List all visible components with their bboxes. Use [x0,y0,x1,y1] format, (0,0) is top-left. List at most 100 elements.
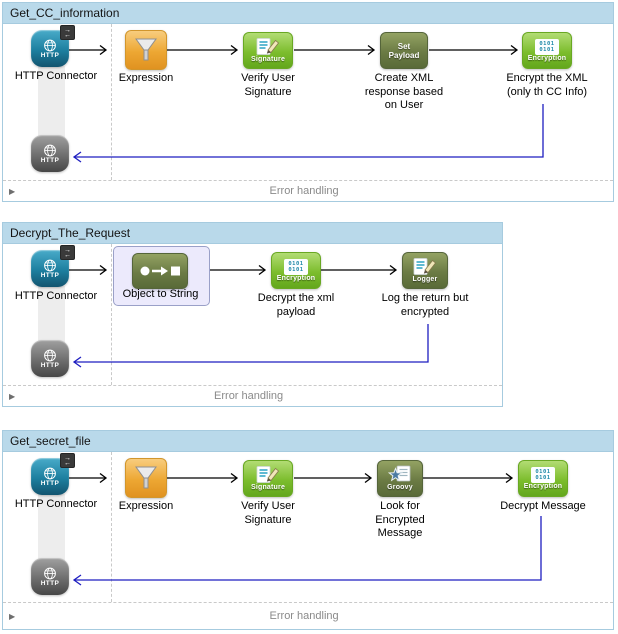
connector-arrow [294,44,376,56]
lane-divider [111,452,112,602]
step-label: Log the return but encrypted [381,292,469,318]
expander-icon[interactable]: ▶ [9,391,16,401]
flow-canvas: HTTP → ← HTTP Connector Expression [3,24,613,180]
connector-arrow [422,472,514,484]
set-payload-caption-line2: Payload [388,50,420,60]
encryption-icon-caption: Encryption [523,483,563,490]
error-handling-strip: ▶ Error handling [3,385,502,406]
flow-canvas: HTTP → ← HTTP Connector Object to String [3,244,502,385]
connector-arrow [429,44,519,56]
step-label: Decrypt the xml payload [257,292,335,318]
http-icon-label: HTTP [40,156,60,164]
error-handling-strip: ▶ Error handling [3,602,613,629]
encryption-icon-caption: Encryption [527,55,567,62]
connector-arrow [209,264,267,276]
groovy-icon[interactable]: Groovy [377,460,423,497]
error-handling-label: Error handling [214,390,284,402]
two-way-exchange-badge[interactable]: → ← [60,453,75,468]
arrow-left-icon: ← [64,31,71,39]
globe-icon [44,144,56,156]
verify-signature-icon[interactable]: Signature [243,460,293,497]
flow-decrypt-the-request: Decrypt_The_Request [2,222,503,407]
error-handling-label: Error handling [269,610,339,622]
transform-icon [140,266,180,276]
connector-arrow [294,472,373,484]
binary-bits-icon: 0101 0101 [531,467,555,483]
step-label: Expression [118,500,174,512]
star-document-icon [388,465,411,482]
flow-canvas: HTTP → ← HTTP Connector Expression [3,452,613,602]
connector-arrow [69,44,108,56]
encryption-icon[interactable]: 0101 0101 Encryption [271,252,321,289]
globe-icon [44,467,56,479]
globe-icon [44,567,56,579]
encryption-icon[interactable]: 0101 0101 Encryption [522,32,572,69]
flow-title: Get_CC_information [10,6,120,20]
arrow-left-icon: ← [64,459,71,467]
two-way-exchange-badge[interactable]: → ← [60,25,75,40]
logger-icon-caption: Logger [412,276,438,283]
encryption-icon-caption: Encryption [276,275,316,282]
lane-divider [111,24,112,180]
connector-arrow [69,472,108,484]
globe-icon [44,349,56,361]
flow-title: Decrypt_The_Request [10,226,131,240]
encryption-icon[interactable]: 0101 0101 Encryption [518,460,568,497]
source-label: HTTP Connector [14,70,98,82]
http-icon-label: HTTP [40,579,60,587]
step-label: Decrypt Message [500,500,586,512]
signature-icon-caption: Signature [250,484,286,491]
globe-icon [44,39,56,51]
error-handling-label: Error handling [269,185,339,197]
http-response-icon[interactable]: HTTP [31,135,69,172]
binary-bits-icon: 0101 0101 [535,39,559,55]
http-icon-label: HTTP [40,361,60,369]
step-label: Look for Encrypted Message [375,500,425,539]
arrow-right-icon: → [64,246,71,254]
connector-arrow [69,264,108,276]
step-label: Encrypt the XML (only th CC Info) [506,72,588,98]
arrow-left-icon: ← [64,251,71,259]
http-response-icon[interactable]: HTTP [31,340,69,377]
flow-title: Get_secret_file [10,434,91,448]
verify-signature-icon[interactable]: Signature [243,32,293,69]
step-label: Verify User Signature [241,500,295,526]
source-label: HTTP Connector [14,498,98,510]
lane-divider [111,244,112,385]
document-pen-icon [256,466,280,483]
error-handling-strip: ▶ Error handling [3,180,613,201]
arrow-right-icon: → [64,454,71,462]
flow-title-bar[interactable]: Decrypt_The_Request [3,223,502,244]
expression-icon[interactable] [125,458,167,498]
connector-arrow [167,44,239,56]
funnel-icon [135,38,157,61]
step-label: Object to String [122,288,199,300]
expander-icon[interactable]: ▶ [9,186,16,196]
object-to-string-icon[interactable] [132,253,188,289]
flow-title-bar[interactable]: Get_CC_information [3,3,613,24]
document-pen-icon [256,38,280,55]
step-label: Verify User Signature [241,72,295,98]
logger-icon[interactable]: Logger [402,252,448,289]
http-response-icon[interactable]: HTTP [31,558,69,595]
groovy-icon-caption: Groovy [387,484,413,491]
http-icon-label: HTTP [40,479,60,487]
flow-get-cc-information: Get_CC_information [2,2,614,202]
connector-arrow [167,472,239,484]
flow-title-bar[interactable]: Get_secret_file [3,431,613,452]
set-payload-icon[interactable]: Set Payload [380,32,428,69]
expression-icon[interactable] [125,30,167,70]
binary-bits-icon: 0101 0101 [284,259,308,275]
two-way-exchange-badge[interactable]: → ← [60,245,75,260]
signature-icon-caption: Signature [250,56,286,63]
document-pen-icon [413,258,437,275]
expander-icon[interactable]: ▶ [9,611,16,621]
arrow-right-icon: → [64,26,71,34]
step-label: Expression [118,72,174,84]
globe-icon [44,259,56,271]
connector-arrow [319,264,398,276]
http-icon-label: HTTP [40,51,60,59]
flow-get-secret-file: Get_secret_file [2,430,614,630]
source-label: HTTP Connector [14,290,98,302]
